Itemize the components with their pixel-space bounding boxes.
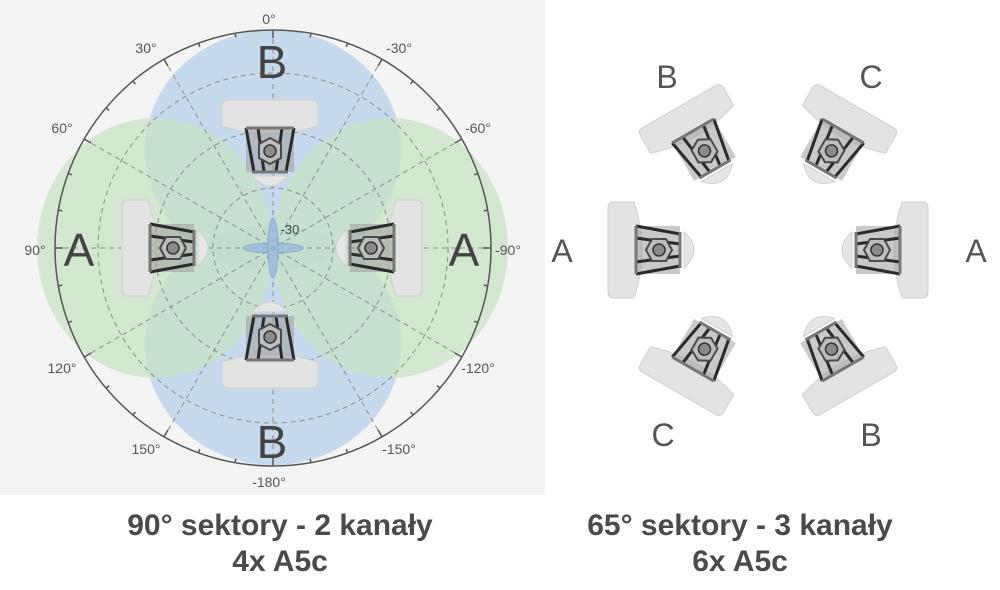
- caption-right-line2: 6x A5c: [692, 545, 788, 578]
- polar-tick: [377, 58, 383, 67]
- polar-tick: [58, 209, 63, 212]
- polar-tick: [197, 42, 201, 48]
- sector-label-top: B: [257, 36, 288, 88]
- polar-tick: [345, 448, 349, 454]
- caption-left-line2: 4x A5c: [232, 545, 328, 578]
- polar-tick: [454, 352, 463, 358]
- caption-right-line1: 65° sektory - 3 kanały: [587, 509, 893, 542]
- angle-label-neg60: -60°: [465, 120, 491, 136]
- polar-tick: [67, 320, 73, 324]
- polar-diagram: 0° 30° -30° 60° -60° 90° -90° 120° -120°…: [0, 0, 545, 495]
- angle-label-neg150: -150°: [382, 441, 416, 457]
- polar-tick: [83, 352, 92, 358]
- ring-unit-b-top: [635, 81, 766, 207]
- polar-tick: [473, 172, 479, 176]
- polar-tick: [67, 172, 73, 176]
- ring-unit-a-left: [606, 200, 696, 300]
- radial-label: -30: [281, 222, 300, 237]
- polar-tick: [234, 33, 237, 38]
- sector-label-left: A: [64, 224, 95, 276]
- angle-label-30: 30°: [135, 40, 156, 56]
- polar-tick: [409, 411, 414, 416]
- sector-label-bottom: B: [257, 416, 288, 468]
- polar-tick: [377, 429, 383, 438]
- angle-label-neg30: -30°: [386, 40, 412, 56]
- polar-tick: [345, 42, 349, 48]
- polar-tick: [83, 138, 92, 144]
- ring-unit-b-bottom: [770, 293, 901, 419]
- caption-left-line1: 90° sektory - 2 kanały: [127, 509, 433, 542]
- polar-tick: [454, 138, 463, 144]
- polar-tick: [483, 284, 488, 287]
- polar-tick: [483, 209, 488, 212]
- polar-tick: [132, 80, 137, 85]
- angle-label-neg120: -120°: [461, 360, 495, 376]
- polar-tick: [132, 411, 137, 416]
- ring-label-b-top: B: [656, 59, 677, 95]
- polar-tick: [105, 384, 110, 389]
- polar-tick: [473, 320, 479, 324]
- angle-label-0: 0°: [262, 11, 275, 27]
- ring-label-c-bottom: C: [651, 417, 674, 453]
- ring-unit-c-top: [770, 81, 901, 207]
- polar-tick: [436, 107, 441, 112]
- angle-label-neg90: -90°: [495, 242, 521, 258]
- ring-label-b-bottom: B: [860, 417, 881, 453]
- ring-unit-a-right: [840, 200, 930, 300]
- polar-tick: [309, 458, 312, 463]
- ring-label-a-left: A: [551, 233, 573, 269]
- center-rosette: [242, 217, 304, 279]
- ring-diagram: A B C A B C: [551, 59, 987, 453]
- ring-unit-c-bottom: [635, 293, 766, 419]
- angle-label-neg180: -180°: [252, 474, 286, 490]
- angle-label-150: 150°: [132, 441, 161, 457]
- polar-tick: [105, 107, 110, 112]
- polar-tick: [436, 384, 441, 389]
- polar-tick: [163, 58, 169, 67]
- polar-tick: [234, 458, 237, 463]
- angle-label-90: 90°: [24, 242, 45, 258]
- polar-tick: [197, 448, 201, 454]
- ring-label-c-top: C: [859, 59, 882, 95]
- sector-label-right: A: [449, 224, 480, 276]
- caption-right: 65° sektory - 3 kanały 6x A5c: [520, 508, 960, 580]
- polar-tick: [58, 284, 63, 287]
- polar-tick: [309, 33, 312, 38]
- caption-left: 90° sektory - 2 kanały 4x A5c: [40, 508, 520, 580]
- angle-label-120: 120°: [48, 360, 77, 376]
- polar-tick: [163, 429, 169, 438]
- polar-tick: [409, 80, 414, 85]
- ring-label-a-right: A: [965, 233, 987, 269]
- angle-label-60: 60°: [51, 120, 72, 136]
- polar-ticks: [55, 30, 491, 466]
